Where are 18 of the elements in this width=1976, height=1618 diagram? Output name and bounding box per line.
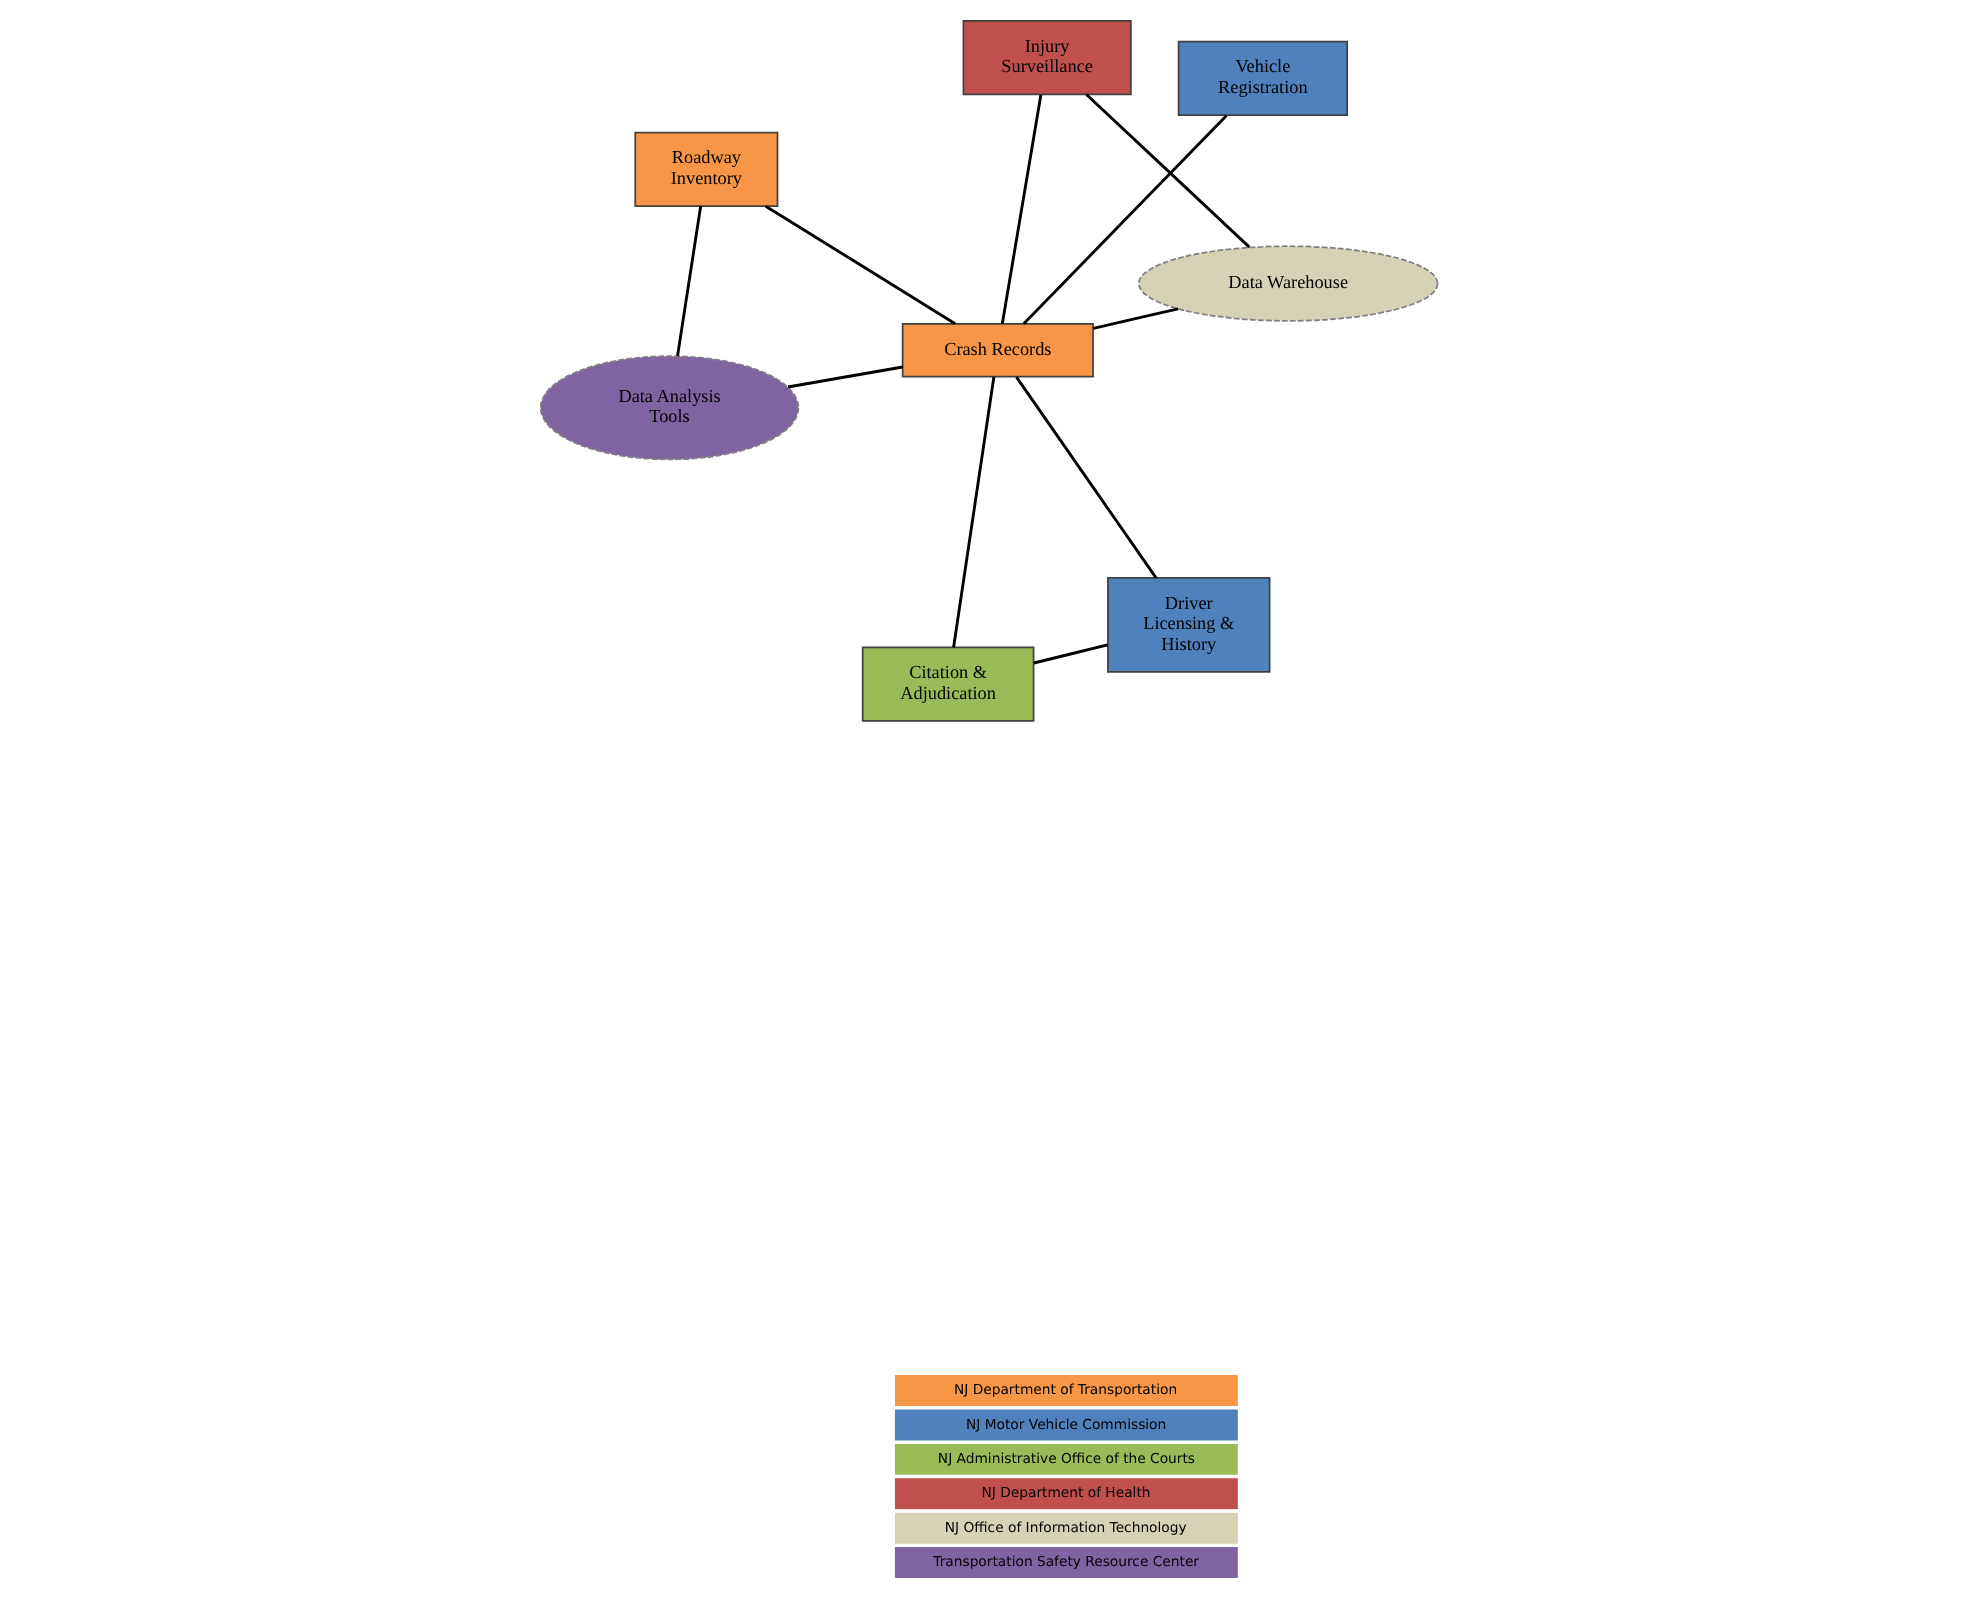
connector [1014, 376, 1157, 579]
connector [951, 376, 995, 648]
node-box: Driver Licensing & History [1106, 577, 1270, 673]
node-box: Citation & Adjudication [860, 646, 1034, 722]
connector [1084, 93, 1250, 249]
node-ellipse: Data Warehouse [1136, 245, 1438, 322]
node-box: Injury Surveillance [961, 20, 1131, 96]
connector [1032, 643, 1107, 665]
connector [1021, 114, 1227, 325]
connector [763, 204, 955, 325]
connector [1092, 307, 1178, 330]
node-box: Vehicle Registration [1176, 40, 1348, 116]
node-box: Crash Records [900, 323, 1093, 378]
connector [675, 205, 702, 357]
connector [786, 365, 902, 389]
node-box: Roadway Inventory [633, 131, 778, 207]
node-ellipse: Data Analysis Tools [538, 355, 799, 461]
connector [999, 94, 1042, 325]
